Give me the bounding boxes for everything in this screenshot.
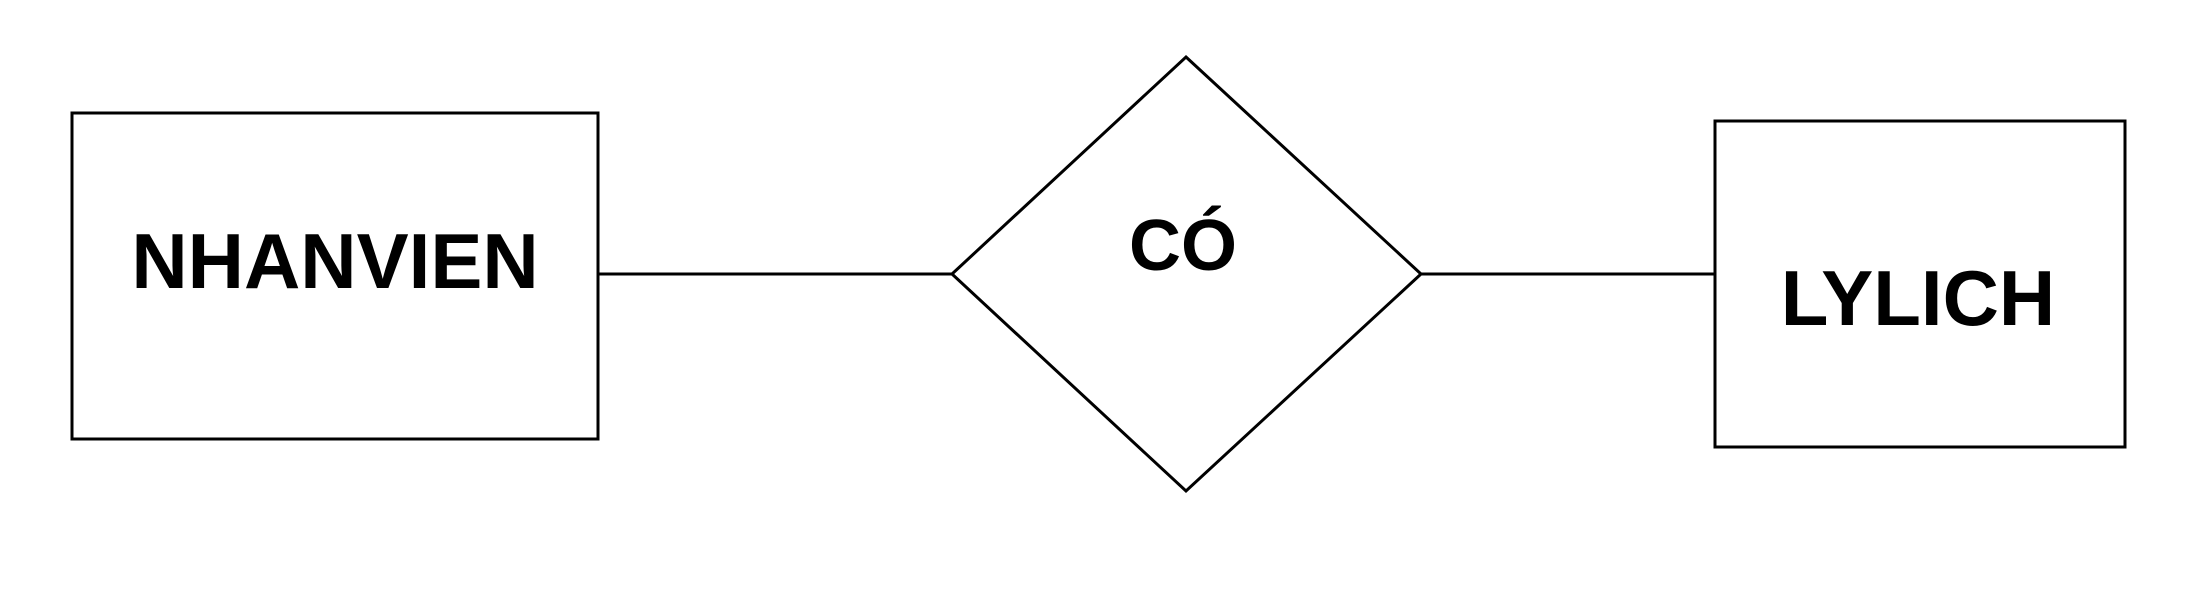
entity-box [70, 111, 600, 441]
entity-box [1713, 119, 2127, 449]
entity-label-nhanvien: NHANVIEN [131, 217, 538, 305]
relationship-co[interactable]: CÓ [949, 54, 1424, 494]
entity-label-lylich: LYLICH [1781, 254, 2056, 342]
relationship-diamond [949, 54, 1424, 494]
entity-lylich[interactable]: LYLICH [1713, 119, 2127, 449]
relationship-label-co: CÓ [1129, 205, 1237, 286]
entity-nhanvien[interactable]: NHANVIEN [70, 111, 600, 441]
